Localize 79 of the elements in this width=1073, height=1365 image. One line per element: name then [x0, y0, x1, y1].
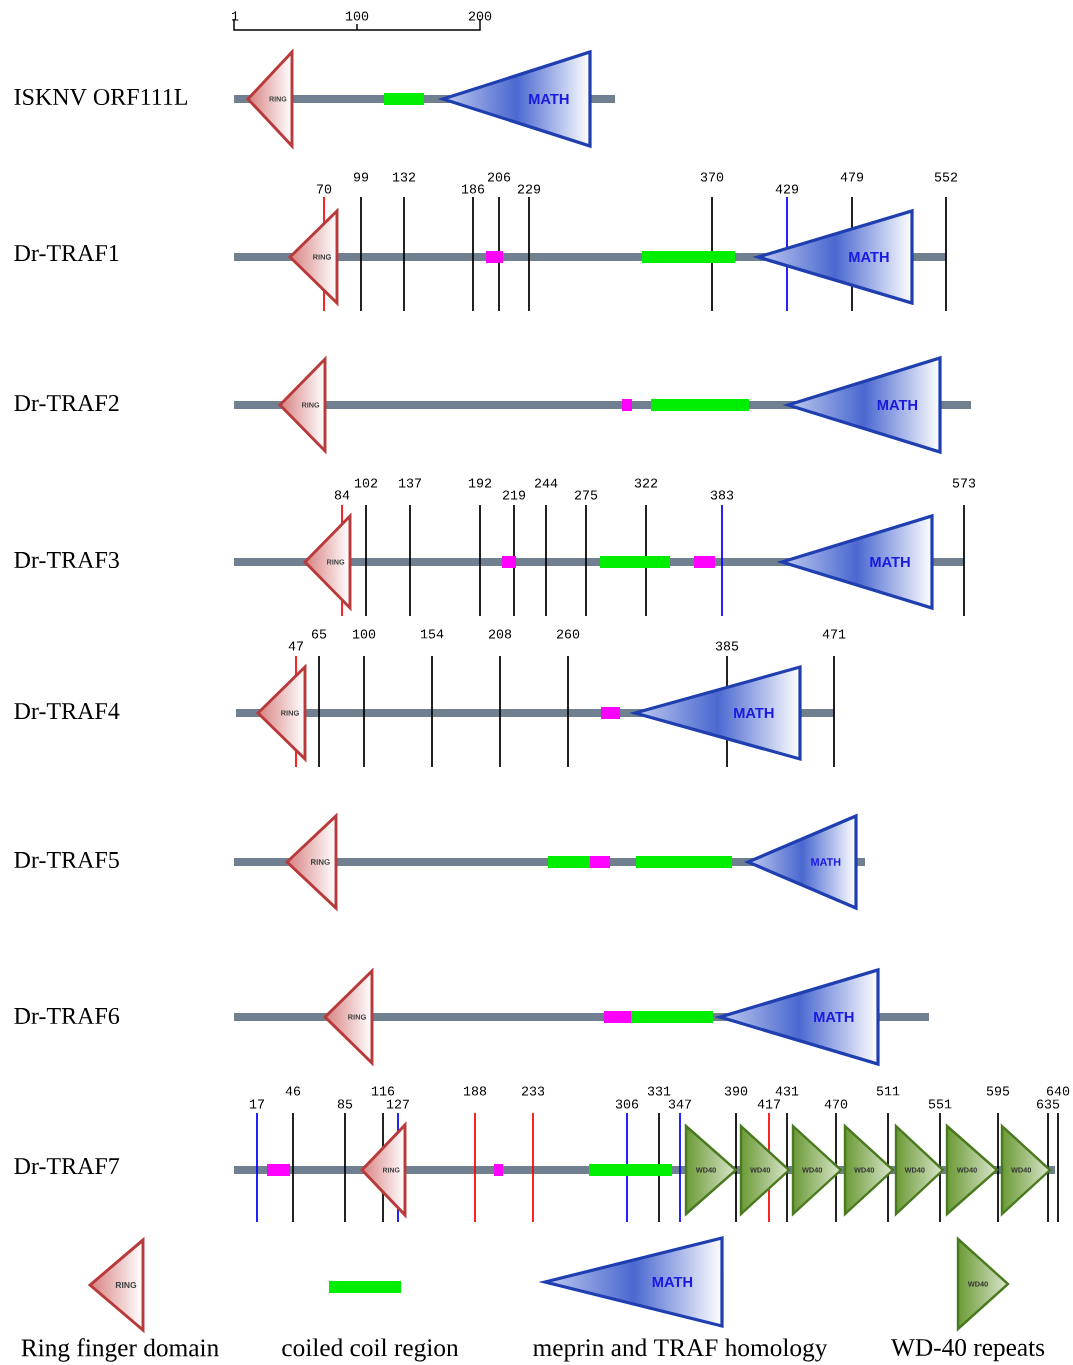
residue-number: 102 — [354, 478, 378, 488]
residue-number: 322 — [634, 478, 658, 488]
protein-name: Dr-TRAF3 — [14, 551, 119, 569]
residue-number: 208 — [488, 629, 512, 639]
motif-bar — [601, 707, 620, 719]
residue-number: 429 — [775, 184, 799, 194]
residue-number: 260 — [556, 629, 580, 639]
residue-number: 85 — [337, 1099, 353, 1109]
residue-number: 47 — [288, 641, 303, 651]
coiled-coil-bar — [631, 1011, 713, 1023]
protein-name: Dr-TRAF5 — [14, 851, 119, 869]
protein-name: ISKNV ORF111L — [14, 88, 188, 106]
motif-bar — [494, 1164, 503, 1176]
coiled-coil-bar — [384, 93, 424, 105]
coiled-coil-bar — [589, 1164, 672, 1176]
residue-number: 385 — [715, 641, 739, 651]
residue-number: 390 — [724, 1086, 748, 1096]
legend-label: Ring finger domain — [21, 1338, 219, 1362]
residue-number: 470 — [824, 1099, 848, 1109]
legend-label: coiled coil region — [282, 1338, 459, 1362]
protein-name: Dr-TRAF7 — [14, 1158, 120, 1174]
residue-number: 347 — [668, 1099, 691, 1109]
residue-number: 206 — [487, 172, 511, 182]
protein-name: Dr-TRAF1 — [14, 245, 119, 261]
residue-number: 383 — [710, 490, 734, 500]
residue-number: 595 — [986, 1086, 1010, 1096]
residue-number: 306 — [615, 1099, 639, 1109]
residue-number: 552 — [934, 172, 958, 182]
residue-number: 417 — [757, 1099, 780, 1109]
residue-number: 573 — [952, 478, 976, 488]
motif-bar — [502, 556, 516, 568]
residue-number: 275 — [574, 490, 598, 500]
coiled-coil-bar — [651, 399, 749, 411]
motif-bar — [590, 856, 610, 868]
scale-number: 200 — [468, 11, 492, 21]
coiled-coil-bar — [548, 856, 590, 868]
residue-number: 192 — [468, 478, 492, 488]
coiled-coil-bar — [600, 556, 670, 568]
legend-label: meprin and TRAF homology — [533, 1338, 828, 1362]
coiled-coil-bar — [636, 856, 732, 868]
protein-name: Dr-TRAF6 — [14, 1007, 120, 1025]
residue-number: 46 — [285, 1086, 301, 1096]
residue-number: 116 — [371, 1086, 395, 1096]
protein-name: Dr-TRAF2 — [14, 395, 119, 411]
motif-bar — [604, 1011, 631, 1023]
residue-number: 511 — [876, 1086, 900, 1096]
scale-number: 1 — [231, 11, 239, 21]
residue-number: 219 — [502, 490, 526, 500]
residue-number: 331 — [647, 1086, 671, 1096]
motif-bar — [486, 251, 503, 263]
residue-number: 137 — [398, 478, 421, 488]
residue-number: 84 — [334, 490, 350, 500]
residue-number: 229 — [517, 184, 541, 194]
residue-number: 431 — [775, 1086, 799, 1096]
residue-number: 471 — [822, 629, 846, 639]
residue-number: 479 — [840, 172, 864, 182]
residue-number: 188 — [463, 1086, 487, 1096]
residue-number: 99 — [353, 172, 369, 182]
scale-number: 100 — [345, 11, 369, 21]
residue-number: 127 — [386, 1099, 409, 1109]
protein-name: Dr-TRAF4 — [14, 703, 120, 719]
residue-number: 551 — [928, 1099, 952, 1109]
residue-number: 65 — [312, 629, 327, 639]
residue-number: 640 — [1047, 1086, 1070, 1096]
coiled-coil-bar — [642, 251, 735, 263]
residue-number: 370 — [700, 172, 724, 182]
motif-bar — [622, 399, 632, 411]
residue-number: 17 — [249, 1099, 264, 1109]
residue-number: 132 — [392, 172, 416, 182]
residue-number: 635 — [1037, 1099, 1060, 1109]
motif-bar — [267, 1164, 290, 1176]
residue-number: 70 — [317, 184, 332, 194]
residue-number: 154 — [420, 629, 444, 639]
residue-number: 244 — [534, 478, 558, 488]
residue-number: 100 — [352, 629, 376, 639]
legend-label: WD-40 repeats — [891, 1338, 1045, 1362]
motif-bar — [694, 556, 715, 568]
residue-number: 233 — [521, 1086, 545, 1096]
residue-number: 186 — [461, 184, 485, 194]
